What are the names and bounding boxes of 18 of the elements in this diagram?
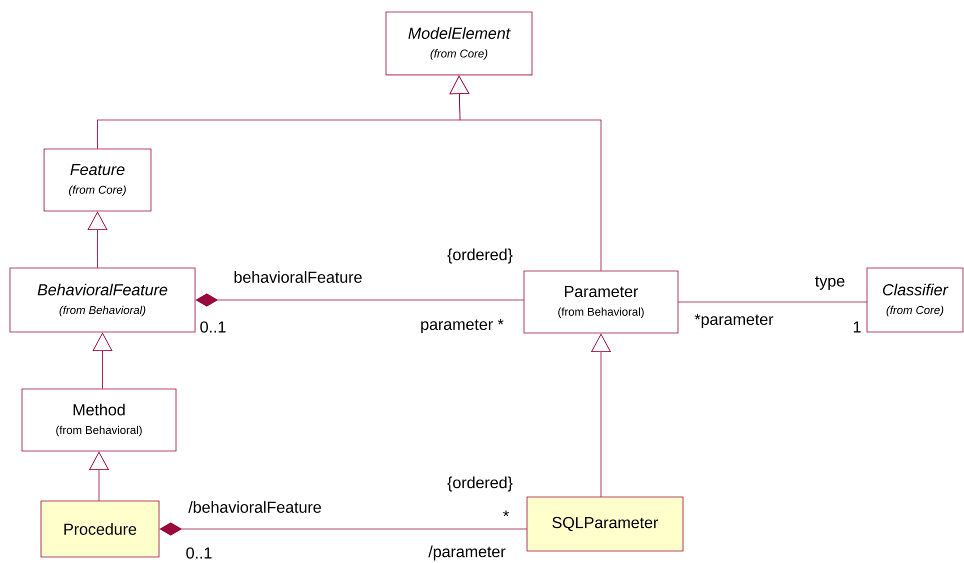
association-label: {ordered} — [447, 476, 513, 492]
class-box: Classifier (from Core) — [866, 268, 964, 332]
association-label: /parameter — [428, 546, 506, 560]
class-box: Feature (from Core) — [44, 148, 152, 212]
association-label: behavioralFeature — [234, 271, 362, 283]
class-box: Method (from Behavioral) — [22, 388, 176, 452]
association-label: * — [503, 510, 509, 516]
class-box: Parameter (from Behavioral) — [524, 270, 678, 334]
association-label: /behavioralFeature — [188, 501, 321, 513]
association-label: parameter * — [421, 318, 504, 334]
class-box: Procedure — [40, 500, 160, 558]
class-box: SQLParameter — [526, 496, 684, 552]
association-label: type — [815, 276, 844, 290]
class-box: BehavioralFeature (from Behavioral) — [10, 268, 196, 332]
association-label: {ordered} — [447, 248, 513, 264]
association-label: *parameter — [694, 314, 774, 328]
class-box: ModelElement (from Core) — [386, 12, 532, 76]
association-label: 0..1 — [186, 547, 212, 559]
